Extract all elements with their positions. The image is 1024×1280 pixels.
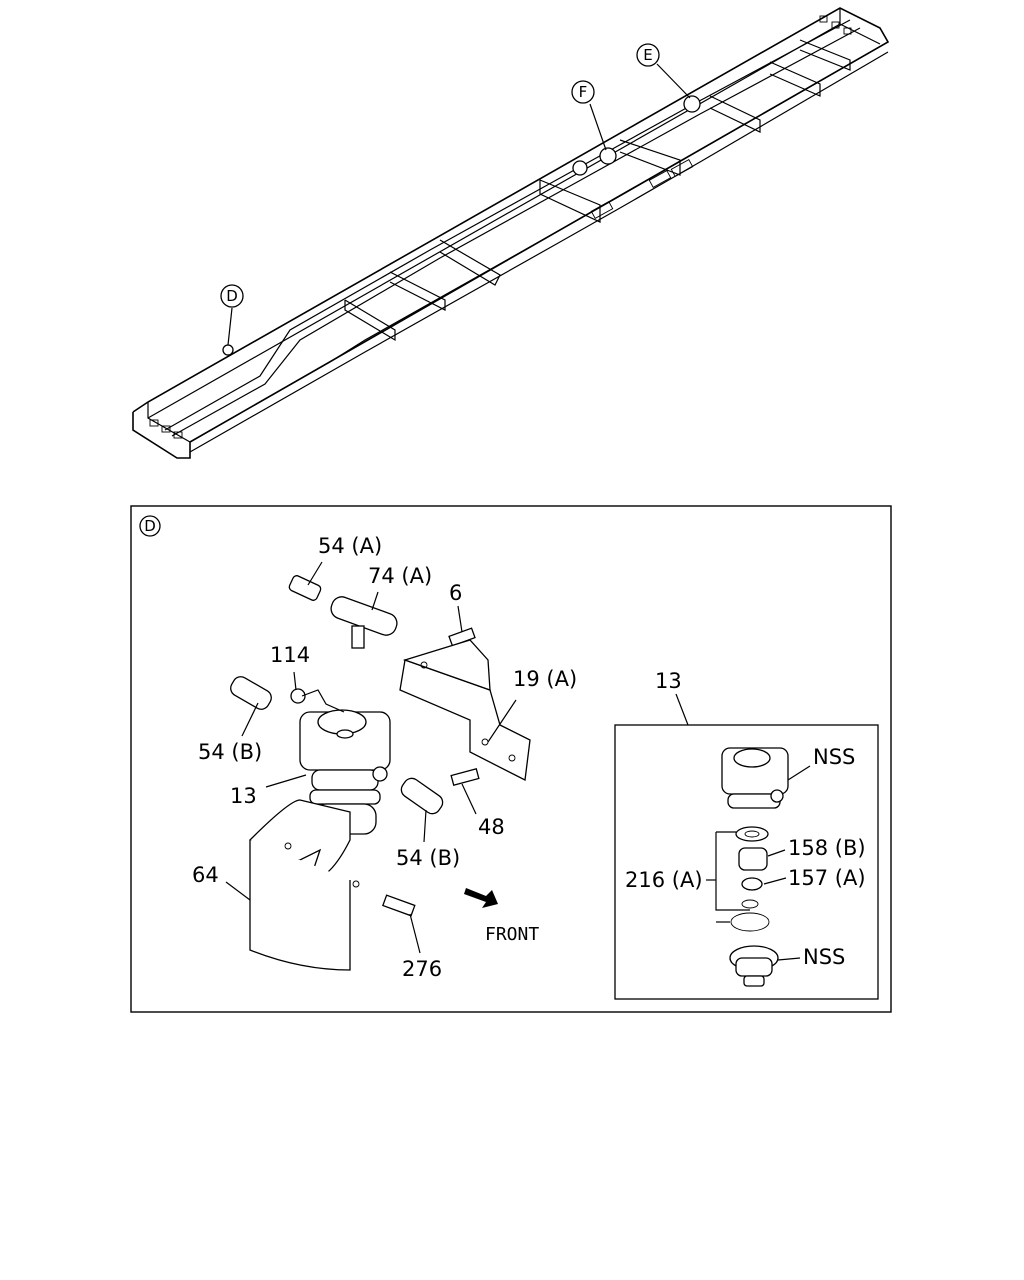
detail-d-letter: D xyxy=(144,517,156,535)
inset-13-frame xyxy=(614,724,879,1000)
detail-d-view-marker: D xyxy=(139,515,161,537)
label-54b-left: 54 (B) xyxy=(198,740,262,764)
label-54b-right: 54 (B) xyxy=(396,846,460,870)
inset-13: 13 NSS 158 (B) 216 (A) 157 (A) NSS xyxy=(614,669,879,1000)
label-54a: 54 (A) xyxy=(318,534,382,558)
label-158b: 158 (B) xyxy=(788,836,866,860)
callout-f-label: F xyxy=(579,83,588,101)
label-6: 6 xyxy=(449,581,462,605)
label-nss-bottom: NSS xyxy=(803,945,845,969)
detail-d-parts xyxy=(230,575,531,971)
chassis-frame-drawing xyxy=(132,7,890,459)
label-276: 276 xyxy=(402,957,442,981)
label-19a: 19 (A) xyxy=(513,667,577,691)
callout-e-label: E xyxy=(643,46,652,64)
callout-f: F xyxy=(571,80,595,104)
detail-d-frame xyxy=(130,505,892,1013)
label-216a: 216 (A) xyxy=(625,868,703,892)
label-74a: 74 (A) xyxy=(368,564,432,588)
callout-d: D xyxy=(220,284,244,308)
label-64: 64 xyxy=(192,863,219,887)
detail-d-leaders xyxy=(225,561,517,954)
label-114: 114 xyxy=(270,643,310,667)
detail-d-labels: 54 (A) 74 (A) 6 114 19 (A) 54 (B) 13 48 … xyxy=(192,534,577,981)
label-nss-top: NSS xyxy=(813,745,855,769)
callout-e: E xyxy=(636,43,660,67)
label-157a: 157 (A) xyxy=(788,866,866,890)
front-indicator-label: FRONT xyxy=(485,924,539,945)
label-48: 48 xyxy=(478,815,505,839)
inset-13-title: 13 xyxy=(655,669,682,693)
label-13: 13 xyxy=(230,784,257,808)
callout-d-label: D xyxy=(226,287,238,305)
